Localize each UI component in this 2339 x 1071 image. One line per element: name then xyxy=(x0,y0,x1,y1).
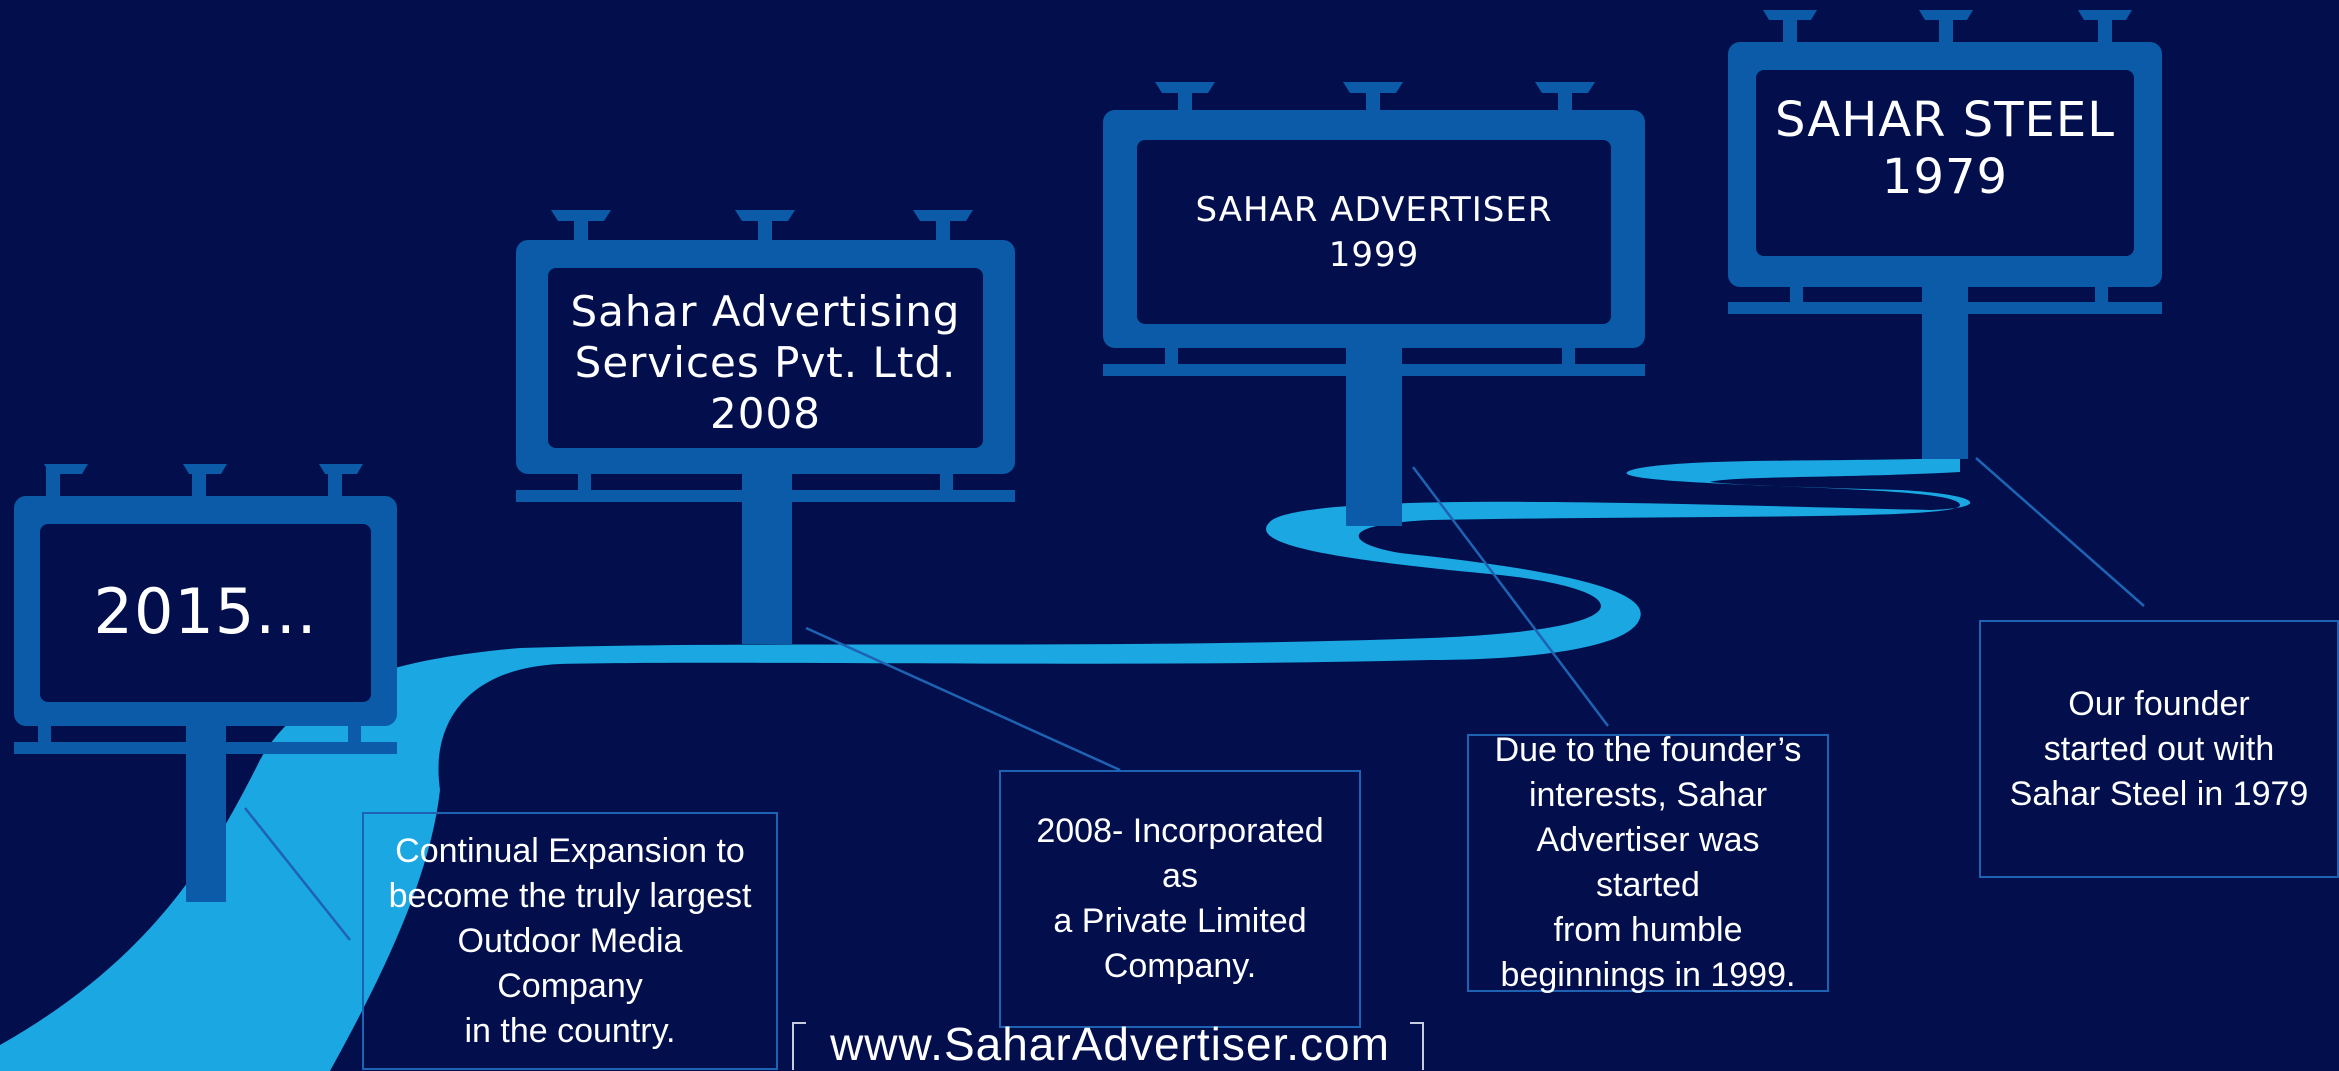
billboard-2015-panel xyxy=(40,524,371,702)
billboard-1999-text: SAHAR ADVERTISER 1999 xyxy=(1137,188,1611,278)
callout-1999: Due to the founder’s interests, Sahar Ad… xyxy=(1467,731,1829,994)
footer-url[interactable]: www.SaharAdvertiser.com xyxy=(830,1018,1390,1070)
billboard-2008-panel xyxy=(548,268,983,448)
callout-2015-line-1: Continual Expansion to xyxy=(395,831,745,870)
billboard-1979-text: SAHAR STEEL 1979 xyxy=(1756,92,2134,206)
billboard-2008-line-2: Services Pvt. Ltd. xyxy=(574,338,957,387)
callout-1979-line-1: Our founder xyxy=(2068,684,2250,723)
footer-bracket-left xyxy=(792,1022,806,1070)
billboard-1979-line-2: 1979 xyxy=(1881,149,2009,205)
callout-2015: Continual Expansion to become the truly … xyxy=(362,812,778,1070)
billboard-2015-text: 2015... xyxy=(40,570,371,654)
connector-line-1999 xyxy=(1412,466,1609,727)
callout-2008-line-3: Company. xyxy=(1103,947,1257,985)
callout-1999-line-3: Advertiser was started xyxy=(1536,821,1760,904)
callout-1999-line-2: interests, Sahar xyxy=(1528,776,1768,814)
billboard-2008-line-1: Sahar Advertising xyxy=(570,287,961,336)
callout-2008: 2008- Incorporated as a Private Limited … xyxy=(999,770,1361,1028)
callout-1999-line-1: Due to the founder’s xyxy=(1494,731,1802,769)
footer-bracket-right xyxy=(1410,1022,1424,1070)
callout-1999-line-5: beginnings in 1999. xyxy=(1500,956,1796,994)
connector-line-2008 xyxy=(805,626,1121,772)
billboard-2008-text: Sahar Advertising Services Pvt. Ltd. 200… xyxy=(548,286,983,439)
billboard-1999-line-1: SAHAR ADVERTISER xyxy=(1195,190,1553,230)
callout-1979: Our founder started out with Sahar Steel… xyxy=(1979,620,2339,878)
connector-line-2015 xyxy=(244,807,351,941)
callout-1979-line-2: started out with xyxy=(2043,729,2275,768)
connector-line-1979 xyxy=(1975,457,2145,607)
callout-2015-line-4: in the country. xyxy=(464,1011,676,1050)
callout-2008-line-2: a Private Limited xyxy=(1053,902,1307,940)
billboard-2008-line-3: 2008 xyxy=(710,389,821,438)
callout-2008-line-1: 2008- Incorporated as xyxy=(1036,812,1324,895)
callout-2015-line-2: become the truly largest xyxy=(388,876,752,915)
callout-1999-line-4: from humble xyxy=(1553,911,1743,949)
callout-2015-line-3: Outdoor Media Company xyxy=(457,921,683,1005)
billboard-1999-panel xyxy=(1137,140,1611,324)
billboard-2015-line: 2015... xyxy=(93,575,318,648)
callout-1979-line-3: Sahar Steel in 1979 xyxy=(2009,774,2309,813)
billboard-1979-panel xyxy=(1756,70,2134,256)
billboard-1979-line-1: SAHAR STEEL xyxy=(1775,92,2115,148)
billboard-1999-line-2: 1999 xyxy=(1328,235,1420,275)
winding-road xyxy=(0,458,1971,1071)
